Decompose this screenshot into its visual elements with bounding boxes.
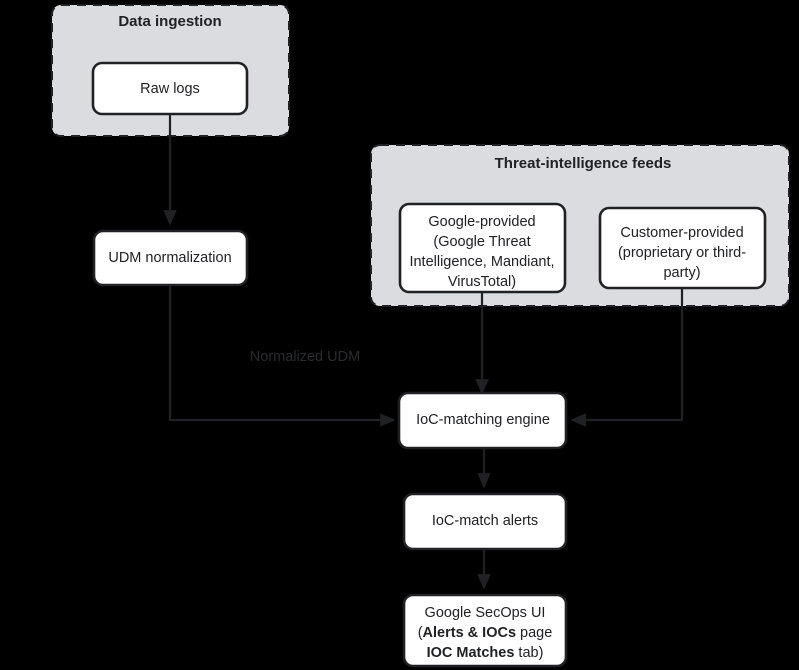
node-customer-provided-box (598, 206, 767, 290)
node-udm-normalization-box (92, 229, 249, 287)
node-udm-normalization-label: UDM normalization (108, 250, 231, 266)
node-google-secops-ui-box (402, 593, 568, 668)
edge-customer-provided-to-ioc-matching-engine (570, 288, 684, 427)
node-ioc-matching-engine: IoC-matching engine (397, 391, 568, 450)
node-ioc-matching-engine-label: IoC-matching engine (416, 412, 550, 428)
node-google-secops-ui: Google SecOps UI (Alerts & IOCs page IOC… (402, 593, 568, 668)
node-google-secops-ui-line3: IOC Matches tab) (427, 645, 544, 661)
node-google-provided: Google-provided (Google Threat Intellige… (398, 202, 567, 294)
node-udm-normalization: UDM normalization (92, 229, 249, 287)
node-google-provided-box (398, 202, 567, 294)
node-ioc-matching-engine-box (397, 391, 568, 450)
group-title-threat-intelligence-feeds: Threat-intelligence feeds (495, 155, 672, 172)
node-google-provided-line2: (Google Threat (433, 234, 530, 250)
node-customer-provided-line1: Customer-provided (620, 225, 743, 241)
node-ioc-match-alerts: IoC-match alerts (402, 492, 568, 551)
node-raw-logs-box (91, 61, 249, 116)
node-ioc-match-alerts-label: IoC-match alerts (432, 513, 538, 529)
edge-udm-normalization-to-ioc-matching-engine (168, 285, 396, 427)
group-title-data-ingestion: Data ingestion (118, 13, 221, 30)
node-google-provided-line1: Google-provided (428, 214, 535, 230)
node-ioc-match-alerts-box (402, 492, 568, 551)
node-google-secops-ui-line2: (Alerts & IOCs page (418, 625, 553, 641)
secops-line3-rest: tab) (514, 645, 543, 661)
secops-line2-rest: page (516, 625, 552, 641)
node-customer-provided-line3: party) (663, 265, 700, 281)
secops-ioc-matches-bold: IOC Matches (427, 645, 515, 661)
node-google-secops-ui-line1: Google SecOps UI (425, 605, 546, 621)
node-raw-logs: Raw logs (91, 61, 249, 116)
node-raw-logs-label: Raw logs (140, 81, 200, 97)
secops-line2-paren: ( (418, 625, 423, 641)
secops-alerts-and-iocs-bold: Alerts & IOCs (423, 625, 516, 641)
edge-label-normalized-udm: Normalized UDM (250, 349, 360, 365)
node-google-provided-line3: Intelligence, Mandiant, (409, 254, 554, 270)
node-customer-provided: Customer-provided (proprietary or third-… (598, 206, 767, 290)
node-google-provided-line4: VirusTotal) (448, 274, 516, 290)
node-customer-provided-line2: (proprietary or third- (618, 245, 746, 261)
